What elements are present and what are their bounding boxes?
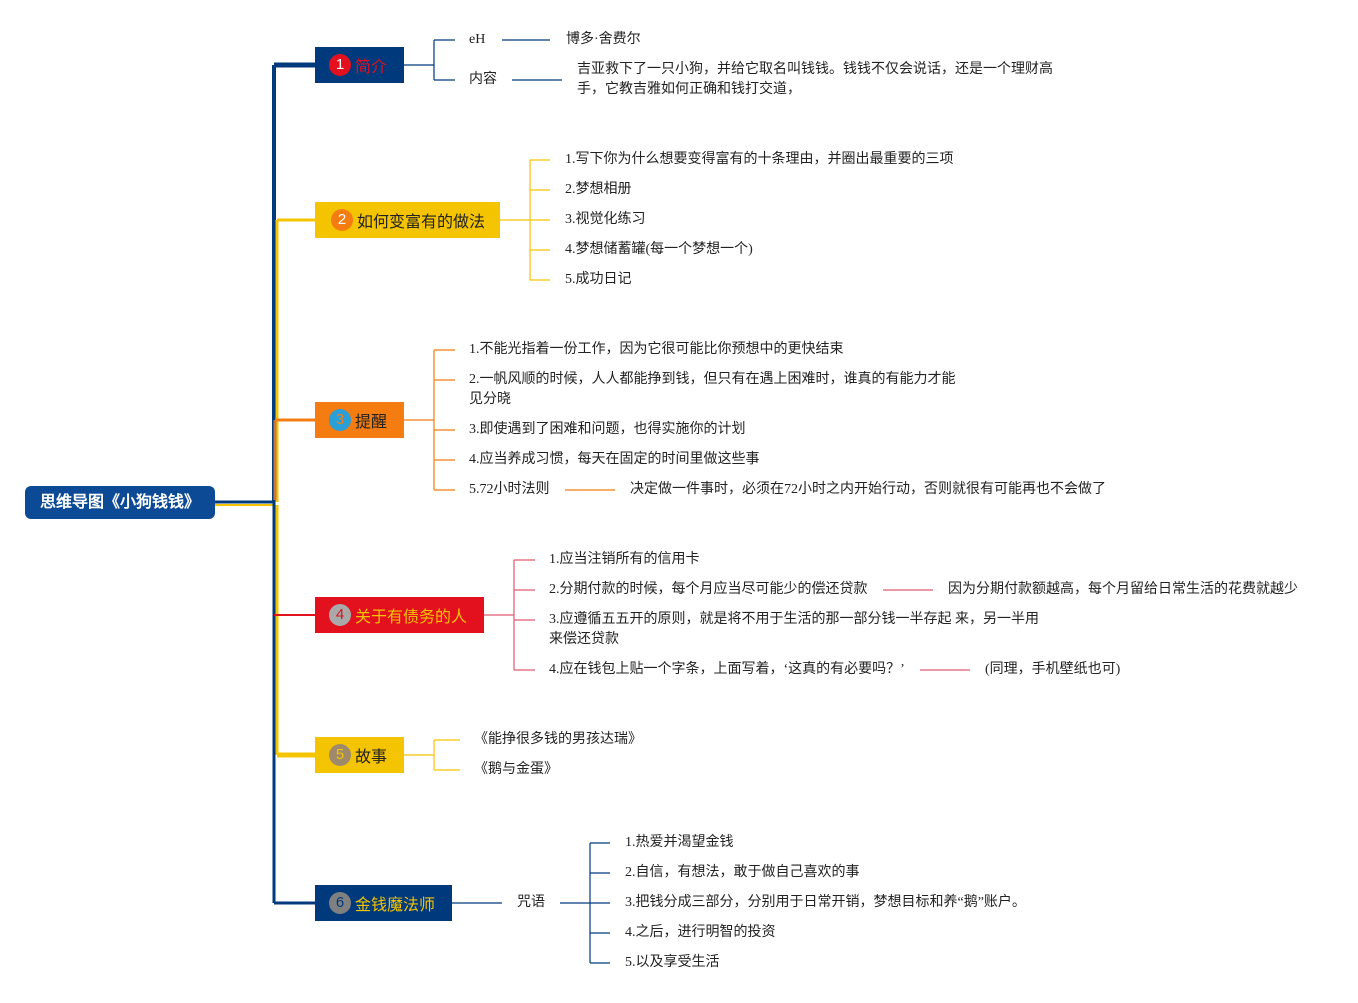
branch-3-item-2[interactable]: 2.一帆风顺的时候，人人都能挣到钱，但只有在遇上困难时，谁真的有能力才能见分晓 xyxy=(469,372,956,407)
branch-5-item-2[interactable]: 《鹅与金蛋》 xyxy=(474,762,558,777)
branch-4-item-4-note[interactable]: (同理，手机壁纸也可) xyxy=(985,662,1121,677)
branch-2-topic[interactable]: 2 如何变富有的做法 xyxy=(315,202,500,238)
branch-1-number-badge: 1 xyxy=(329,54,351,76)
branch-3-label: 提醒 xyxy=(355,414,388,431)
branch-2-item-2[interactable]: 2.梦想相册 xyxy=(565,182,632,197)
branch-6-item-2[interactable]: 2.自信，有想法，敢于做自己喜欢的事 xyxy=(625,865,860,880)
branch-3-item-5[interactable]: 5.72小时法则 xyxy=(469,482,550,497)
branch-6-topic[interactable]: 6 金钱魔法师 xyxy=(315,885,452,921)
branch-2-item-1[interactable]: 1.写下你为什么想要变得富有的十条理由，并圈出最重要的三项 xyxy=(565,152,954,167)
branch-6-item-1[interactable]: 1.热爱并渴望金钱 xyxy=(625,835,734,850)
branch-2-item-3[interactable]: 3.视觉化练习 xyxy=(565,212,646,227)
branch-6-item-4[interactable]: 4.之后，进行明智的投资 xyxy=(625,925,776,940)
branch-3-item-3[interactable]: 3.即使遇到了困难和问题，也得实施你的计划 xyxy=(469,422,746,437)
branch-4-item-2-note[interactable]: 因为分期付款额越高，每个月留给日常生活的花费就越少 xyxy=(948,582,1298,597)
branch-1-topic[interactable]: 1 简介 xyxy=(315,47,404,83)
branch-5-number-badge: 5 xyxy=(329,744,351,766)
branch-1-key-content[interactable]: 内容 xyxy=(469,72,497,87)
branch-4-item-2[interactable]: 2.分期付款的时候，每个月应当尽可能少的偿还贷款 xyxy=(549,582,868,597)
branch-2-item-5[interactable]: 5.成功日记 xyxy=(565,272,632,287)
branch-4-item-4[interactable]: 4.应在钱包上贴一个字条，上面写着，‘这真的有必要吗？’ xyxy=(549,662,905,677)
branch-3-number-badge: 3 xyxy=(329,409,351,431)
branch-5-lines xyxy=(404,739,460,771)
branch-3-lines xyxy=(404,349,615,491)
branch-1-value-author[interactable]: 博多·舍费尔 xyxy=(566,32,641,47)
branch-6-label: 金钱魔法师 xyxy=(355,897,436,914)
branch-4-lines xyxy=(484,559,970,671)
branch-6-item-5[interactable]: 5.以及享受生活 xyxy=(625,955,720,970)
branch-2-lines xyxy=(500,159,550,281)
branch-1-label: 简介 xyxy=(355,59,388,76)
branch-3-item-4[interactable]: 4.应当养成习惯，每天在固定的时间里做这些事 xyxy=(469,452,760,467)
branch-1-value-content[interactable]: 吉亚救下了一只小狗，并给它取名叫钱钱。钱钱不仅会说话，还是一个理财高手，它教吉雅… xyxy=(577,62,1053,97)
branch-6-number-badge: 6 xyxy=(329,892,351,914)
branch-5-label: 故事 xyxy=(355,749,388,766)
branch-3-item-5-note[interactable]: 决定做一件事时，必须在72小时之内开始行动，否则就很有可能再也不会做了 xyxy=(630,482,1106,497)
branch-3-item-1[interactable]: 1.不能光指着一份工作，因为它很可能比你预想中的更快结束 xyxy=(469,342,844,357)
branch-2-label: 如何变富有的做法 xyxy=(357,214,486,231)
branch-2-item-4[interactable]: 4.梦想储蓄罐(每一个梦想一个) xyxy=(565,242,753,257)
branch-4-topic[interactable]: 4 关于有债务的人 xyxy=(315,597,484,633)
trunk-lines xyxy=(215,62,315,905)
branch-4-label: 关于有债务的人 xyxy=(355,609,468,626)
root-topic[interactable]: 思维导图《小狗钱钱》 xyxy=(25,486,215,519)
branch-3-topic[interactable]: 3 提醒 xyxy=(315,402,404,438)
branch-6-lines xyxy=(452,842,610,964)
branch-4-item-3[interactable]: 3.应遵循五五开的原则，就是将不用于生活的那一部分钱一半存起 来，另一半用来偿还… xyxy=(549,612,1039,647)
branch-5-topic[interactable]: 5 故事 xyxy=(315,737,404,773)
branch-5-item-1[interactable]: 《能挣很多钱的男孩达瑞》 xyxy=(474,732,642,747)
branch-4-item-1[interactable]: 1.应当注销所有的信用卡 xyxy=(549,552,700,567)
branch-4-number-badge: 4 xyxy=(329,604,351,626)
branch-6-item-3[interactable]: 3.把钱分成三部分，分别用于日常开销，梦想目标和养“鹅”账户。 xyxy=(625,895,1026,910)
branch-2-number-badge: 2 xyxy=(331,209,353,231)
branch-1-key-author[interactable]: eH xyxy=(469,32,486,47)
branch-1-lines xyxy=(404,39,562,81)
branch-6-sub-topic[interactable]: 咒语 xyxy=(517,895,545,910)
